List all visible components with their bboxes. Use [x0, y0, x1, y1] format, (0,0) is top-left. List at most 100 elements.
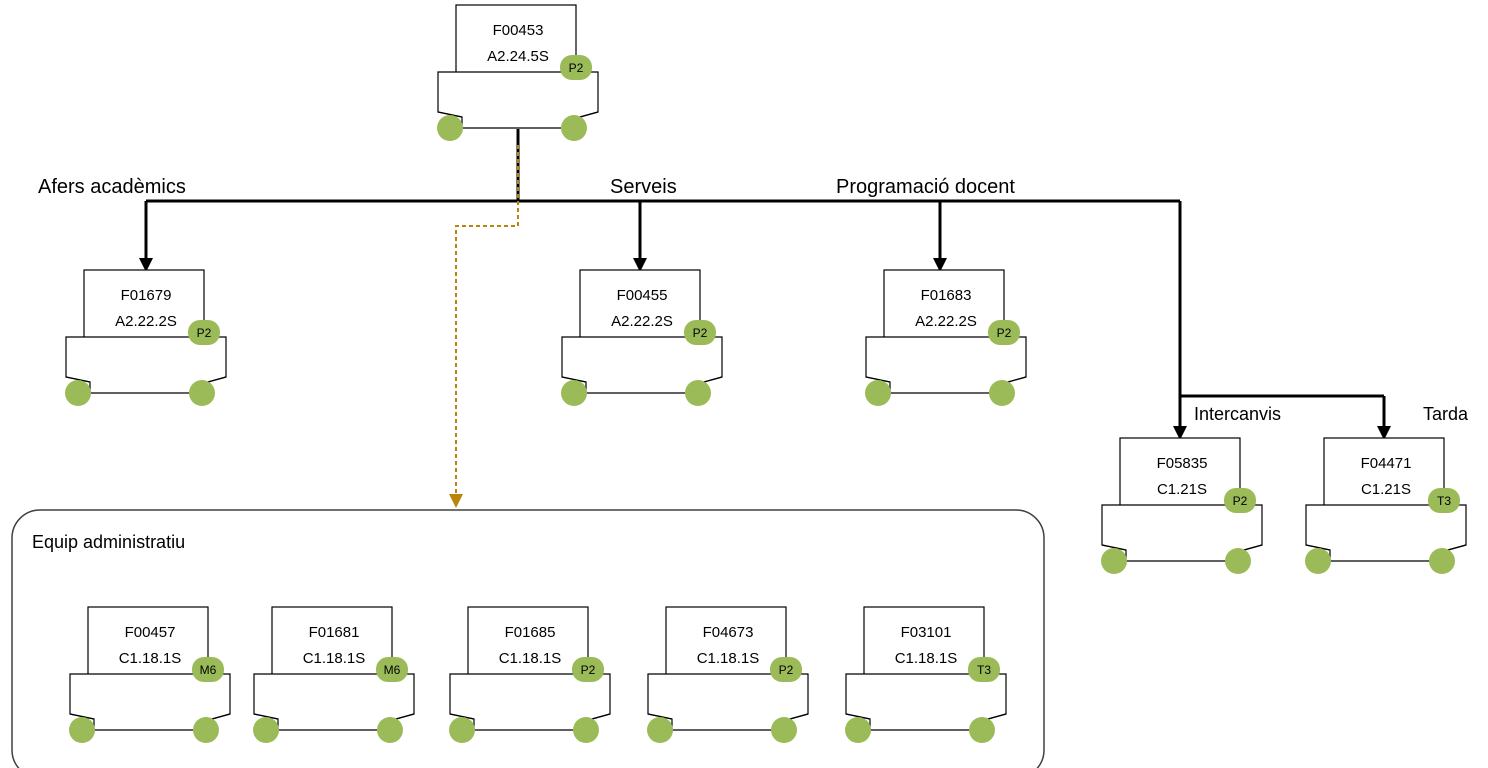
paper-sheet — [455, 4, 577, 76]
wheel-right — [377, 717, 403, 743]
wheel-left — [845, 717, 871, 743]
arrowhead-programacio — [933, 258, 947, 272]
label-serveis: Serveis — [610, 176, 677, 198]
node-code: C1.21S — [1157, 481, 1207, 498]
nodes-layer: P2F00453A2.24.5SP2F01679A2.22.2SP2F00455… — [65, 4, 1467, 743]
connectors — [144, 129, 1386, 428]
wheel-left — [1101, 548, 1127, 574]
wheel-left — [437, 115, 463, 141]
paper-sheet — [665, 606, 787, 678]
wheel-right — [989, 380, 1015, 406]
wheel-left — [449, 717, 475, 743]
badge-label: T3 — [1437, 494, 1451, 508]
badge-label: P2 — [581, 663, 596, 677]
wheel-right — [1429, 548, 1455, 574]
badge — [770, 657, 802, 682]
badge — [188, 320, 220, 345]
badge — [684, 320, 716, 345]
label-afers: Afers acadèmics — [38, 176, 186, 198]
node-id: F05835 — [1157, 455, 1208, 472]
node-code: C1.21S — [1361, 481, 1411, 498]
wheel-left — [1305, 548, 1331, 574]
wheel-right — [193, 717, 219, 743]
wheel-right — [1225, 548, 1251, 574]
badge-label: P2 — [569, 61, 584, 75]
wheel-left — [561, 380, 587, 406]
node-id: F03101 — [901, 624, 952, 641]
wheel-right — [561, 115, 587, 141]
badge-label: P2 — [779, 663, 794, 677]
wheel-right — [189, 380, 215, 406]
label-intercanvis: Intercanvis — [1194, 404, 1281, 424]
wheel-left — [253, 717, 279, 743]
paper-sheet — [1119, 437, 1241, 509]
node-id: F00453 — [493, 22, 544, 39]
node-id: F04471 — [1361, 455, 1412, 472]
badge — [968, 657, 1000, 682]
badge — [572, 657, 604, 682]
badge-label: T3 — [977, 663, 991, 677]
label-programacio: Programació docent — [836, 176, 1015, 198]
node-code: A2.22.2S — [915, 313, 977, 330]
node-code: A2.24.5S — [487, 48, 549, 65]
arrowhead-intercanvis — [1173, 426, 1187, 440]
node-id: F00455 — [617, 287, 668, 304]
badge — [988, 320, 1020, 345]
wheel-left — [865, 380, 891, 406]
node-id: F01683 — [921, 287, 972, 304]
badge — [192, 657, 224, 682]
node-id: F01685 — [505, 624, 556, 641]
wheel-left — [69, 717, 95, 743]
badge — [376, 657, 408, 682]
node-id: F04673 — [703, 624, 754, 641]
badge-label: P2 — [1233, 494, 1248, 508]
paper-sheet — [863, 606, 985, 678]
arrowhead-afers — [139, 258, 153, 272]
paper-sheet — [467, 606, 589, 678]
wheel-left — [647, 717, 673, 743]
badge-label: P2 — [693, 326, 708, 340]
node-code: C1.18.1S — [119, 650, 182, 667]
dashed-connector — [455, 145, 519, 495]
node-code: A2.22.2S — [611, 313, 673, 330]
group-container — [11, 509, 1045, 768]
paper-sheet — [579, 269, 701, 341]
node-id: F00457 — [125, 624, 176, 641]
wheel-left — [65, 380, 91, 406]
arrowheads — [139, 258, 1391, 440]
label-tarda: Tarda — [1423, 404, 1469, 424]
badge — [560, 55, 592, 80]
badge — [1428, 488, 1460, 513]
node-id: F01681 — [309, 624, 360, 641]
dashed-arrowhead — [449, 494, 463, 508]
badge-label: P2 — [197, 326, 212, 340]
badge-label: M6 — [384, 663, 401, 677]
node-code: C1.18.1S — [499, 650, 562, 667]
arrowhead-serveis — [633, 258, 647, 272]
arrowhead-tarda — [1377, 426, 1391, 440]
group-title: Equip administratiu — [32, 532, 185, 552]
badge — [1224, 488, 1256, 513]
paper-sheet — [1323, 437, 1445, 509]
wheel-right — [771, 717, 797, 743]
node-code: C1.18.1S — [895, 650, 958, 667]
node-id: F01679 — [121, 287, 172, 304]
paper-sheet — [87, 606, 209, 678]
wheel-right — [573, 717, 599, 743]
wheel-right — [685, 380, 711, 406]
node-code: C1.18.1S — [697, 650, 760, 667]
node-code: A2.22.2S — [115, 313, 177, 330]
wheel-right — [969, 717, 995, 743]
